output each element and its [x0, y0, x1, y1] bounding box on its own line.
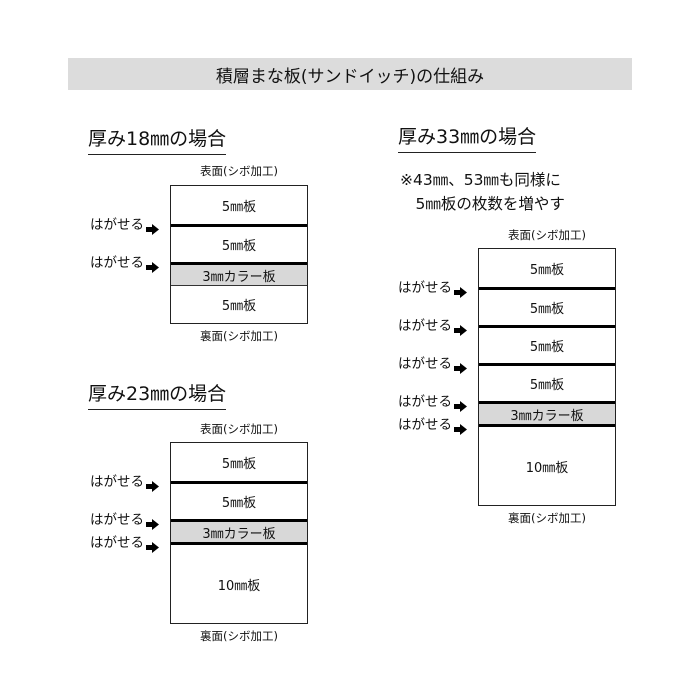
page-title: 積層まな板(サンドイッチ)の仕組み [215, 66, 485, 87]
peel-label: はがせる [90, 251, 159, 273]
peel-text: はがせる [90, 512, 144, 528]
board-layer: 5㎜板 [221, 456, 257, 472]
bottom-face-label: 裏面(シボ加工) [508, 511, 586, 525]
peel-label: はがせる [90, 508, 159, 530]
peel-text: はがせる [398, 394, 452, 410]
peel-text: はがせる [398, 356, 452, 372]
peel-label: はがせる [398, 314, 467, 336]
board-layer: 5㎜板 [171, 224, 307, 262]
peel-text: はがせる [90, 474, 144, 490]
peel-text: はがせる [90, 217, 144, 233]
peel-text: はがせる [398, 318, 452, 334]
bottom-face-label: 裏面(シボ加工) [200, 329, 278, 343]
peel-label: はがせる [90, 470, 159, 492]
color-layer: 3㎜カラー板 [479, 401, 615, 424]
board-layer: 5㎜板 [171, 481, 307, 519]
board-layer: 5㎜板 [221, 199, 257, 215]
peel-text: はがせる [90, 255, 144, 271]
bottom-face-label: 裏面(シボ加工) [200, 629, 278, 643]
peel-text: はがせる [90, 535, 144, 551]
peel-label: はがせる [398, 390, 467, 412]
board-layer: 10㎜板 [479, 424, 615, 505]
top-face-label: 表面(シボ加工) [508, 228, 586, 242]
section-heading: 厚み23㎜の場合 [88, 379, 227, 410]
peel-text: はがせる [398, 417, 452, 433]
section-heading: 厚み18㎜の場合 [88, 124, 227, 155]
board-layer: 5㎜板 [479, 287, 615, 325]
peel-label: はがせる [398, 352, 467, 374]
top-face-label: 表面(シボ加工) [200, 422, 278, 436]
peel-text: はがせる [398, 280, 452, 296]
color-layer: 3㎜カラー板 [171, 519, 307, 542]
section-heading: 厚み33㎜の場合 [398, 122, 537, 153]
board-layer: 5㎜板 [529, 262, 565, 278]
board-layer: 5㎜板 [479, 363, 615, 401]
board-layer: 5㎜板 [479, 325, 615, 363]
board-layer: 10㎜板 [171, 542, 307, 623]
title-bar: 積層まな板(サンドイッチ)の仕組み [68, 58, 632, 90]
top-face-label: 表面(シボ加工) [200, 164, 278, 178]
peel-label: はがせる [90, 213, 159, 235]
board-layer: 5㎜板 [171, 285, 307, 323]
color-layer: 3㎜カラー板 [171, 262, 307, 285]
peel-label: はがせる [398, 276, 467, 298]
note-text: ※43㎜、53㎜も同様に 5㎜板の枚数を増やす [400, 171, 565, 213]
peel-label: はがせる [90, 531, 159, 553]
peel-label: はがせる [398, 413, 467, 435]
